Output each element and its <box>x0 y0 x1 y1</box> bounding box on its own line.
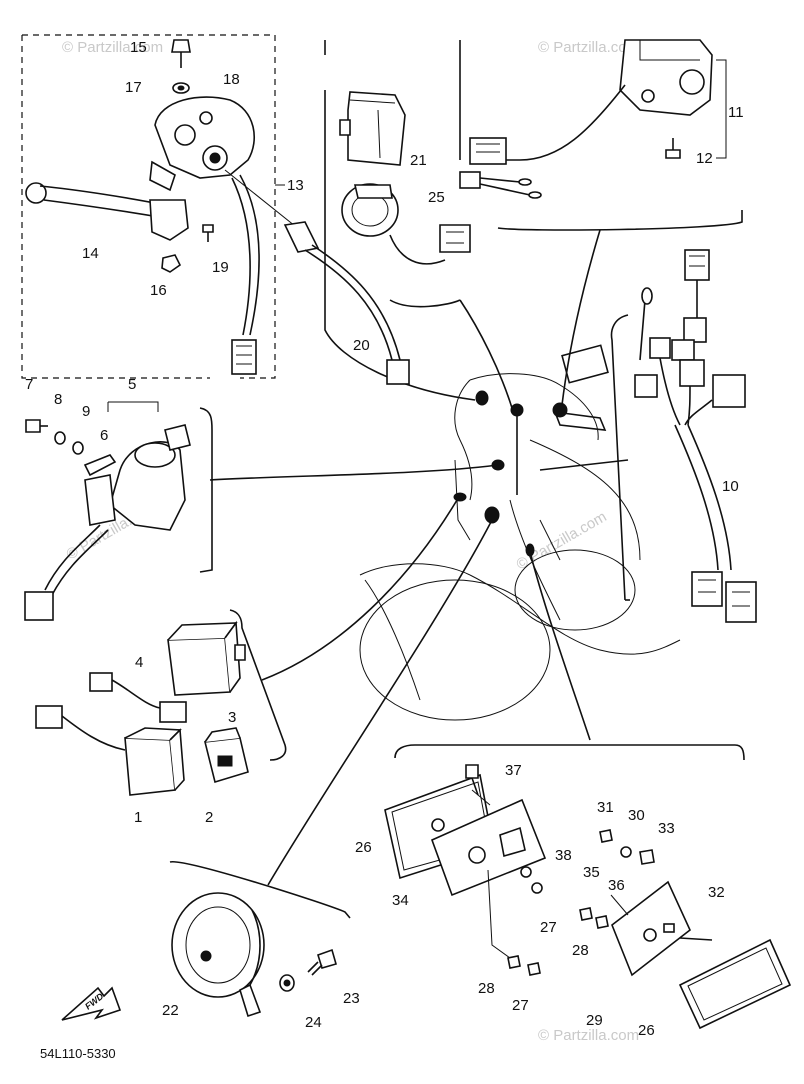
callout-38: 38 <box>555 847 572 864</box>
relay-and-flasher-group <box>324 40 471 308</box>
callout-24: 24 <box>305 1014 322 1031</box>
callout-3: 3 <box>228 709 236 726</box>
rear-light-group <box>384 744 792 1030</box>
callout-14: 14 <box>82 245 99 262</box>
callout-35: 35 <box>583 864 600 881</box>
callout-9: 9 <box>82 403 90 420</box>
wire-lead-20 <box>304 244 410 385</box>
main-switch-group <box>24 401 213 621</box>
callout-8: 8 <box>54 391 62 408</box>
callout-12: 12 <box>696 150 713 167</box>
callout-26-reflector: 26 <box>638 1022 655 1039</box>
callout-4: 4 <box>135 654 143 671</box>
callout-34: 34 <box>392 892 409 909</box>
callout-15: 15 <box>130 39 147 56</box>
relay-group <box>35 609 287 796</box>
callout-2: 2 <box>205 809 213 826</box>
horn-group: FWD <box>61 861 351 1021</box>
right-handlebar-switch-group <box>459 39 743 231</box>
callout-16: 16 <box>150 282 167 299</box>
callout-11: 11 <box>728 104 744 121</box>
callout-32: 32 <box>708 884 725 901</box>
callout-26-lens: 26 <box>355 839 372 856</box>
callout-28-upper: 28 <box>572 942 589 959</box>
callout-5: 5 <box>128 376 136 393</box>
watermark-top-left: © Partzilla.com <box>62 39 163 56</box>
callout-29: 29 <box>586 1012 603 1029</box>
watermark-top-right: © Partzilla.com <box>538 39 639 56</box>
callout-18: 18 <box>223 71 240 88</box>
watermarks: © Partzilla.com © Partzilla.com © Partzi… <box>62 39 639 1044</box>
callout-28-lower: 28 <box>478 980 495 997</box>
left-handlebar-switch-group <box>21 34 320 379</box>
callout-23: 23 <box>343 990 360 1007</box>
watermark-middle-right: © Partzilla.com <box>514 508 610 573</box>
callout-27-lower: 27 <box>512 997 529 1014</box>
callout-27-upper: 27 <box>540 919 557 936</box>
diagram-code: 54L110-5330 <box>40 1046 116 1061</box>
callout-labels: 15 17 18 13 14 19 16 20 21 25 11 12 10 5… <box>25 39 744 1039</box>
callout-33: 33 <box>658 820 675 837</box>
leader-lines <box>209 90 629 886</box>
callout-30: 30 <box>628 807 645 824</box>
callout-21: 21 <box>410 152 427 169</box>
callout-13: 13 <box>287 177 304 194</box>
callout-6: 6 <box>100 427 108 444</box>
callout-10: 10 <box>722 478 739 495</box>
wire-harness-group <box>610 249 757 623</box>
callout-37: 37 <box>505 762 522 779</box>
callout-22: 22 <box>162 1002 179 1019</box>
callout-7: 7 <box>25 376 33 393</box>
callout-25: 25 <box>428 189 445 206</box>
callout-19: 19 <box>212 259 229 276</box>
callout-17: 17 <box>125 79 142 96</box>
callout-31: 31 <box>597 799 614 816</box>
motorcycle-outline <box>359 344 681 721</box>
callout-36: 36 <box>608 877 625 894</box>
watermark-bottom-right: © Partzilla.com <box>538 1027 639 1044</box>
callout-1: 1 <box>134 809 142 826</box>
callout-20: 20 <box>353 337 370 354</box>
